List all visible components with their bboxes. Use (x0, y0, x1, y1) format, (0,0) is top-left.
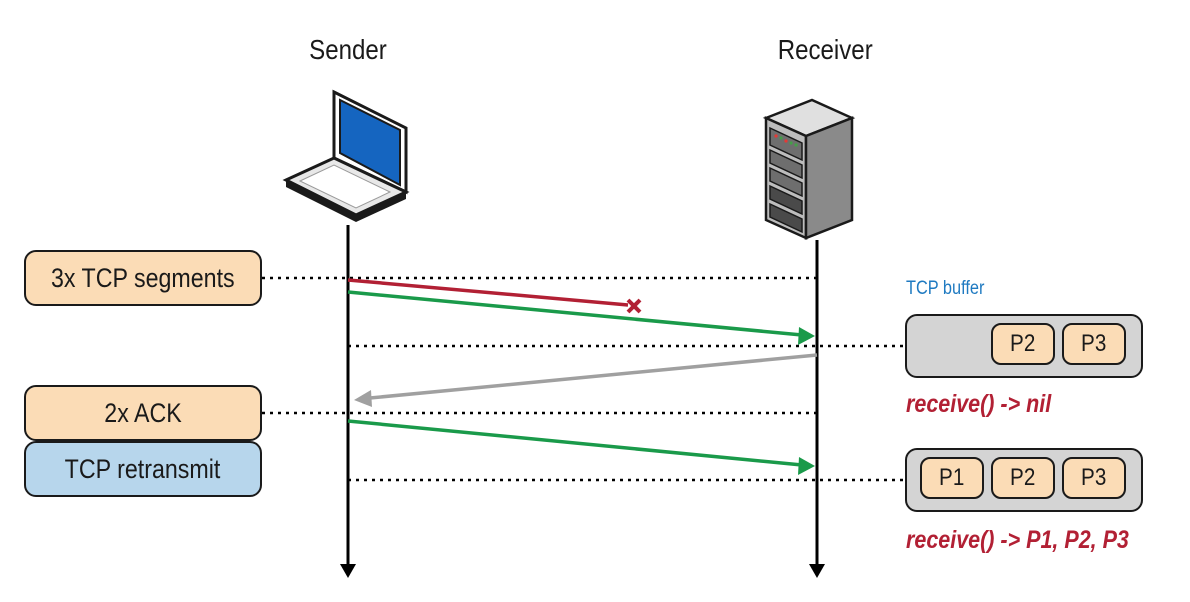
x-mark-icon (626, 298, 642, 314)
packet: P2 (991, 457, 1055, 499)
retransmit-arrow (347, 419, 803, 467)
buffer-first-state: P2 P3 (905, 314, 1143, 378)
retransmit-arrowhead (798, 457, 815, 475)
sender-label: Sender (309, 34, 387, 65)
receiver-lifeline-arrowhead (809, 564, 825, 578)
buffer-second-state: P1 P2 P3 (905, 448, 1143, 512)
laptop-icon (282, 89, 410, 222)
segments-label: 3x TCP segments (51, 262, 235, 293)
ack-box: 2x ACK (24, 385, 262, 441)
ack-arrow (369, 353, 818, 400)
ack-label: 2x ACK (104, 397, 182, 428)
retransmit-label: TCP retransmit (65, 453, 221, 484)
buffer-label: TCP buffer (906, 278, 985, 299)
ack-arrowhead (354, 390, 372, 407)
delivered-segments-arrow (347, 290, 803, 337)
delivered-segments-arrowhead (798, 327, 815, 345)
first-receive-result: receive() -> nil (906, 390, 1052, 418)
packet: P3 (1062, 323, 1126, 365)
receiver-label: Receiver (777, 34, 873, 65)
server-tower-icon (762, 98, 856, 240)
packet: P3 (1062, 457, 1126, 499)
lost-segment-arrow (347, 278, 629, 307)
second-receive-result: receive() -> P1, P2, P3 (906, 526, 1129, 554)
sender-lifeline-arrowhead (340, 564, 356, 578)
segments-box: 3x TCP segments (24, 250, 262, 306)
packet: P1 (920, 457, 984, 499)
retransmit-box: TCP retransmit (24, 441, 262, 497)
packet: P2 (991, 323, 1055, 365)
